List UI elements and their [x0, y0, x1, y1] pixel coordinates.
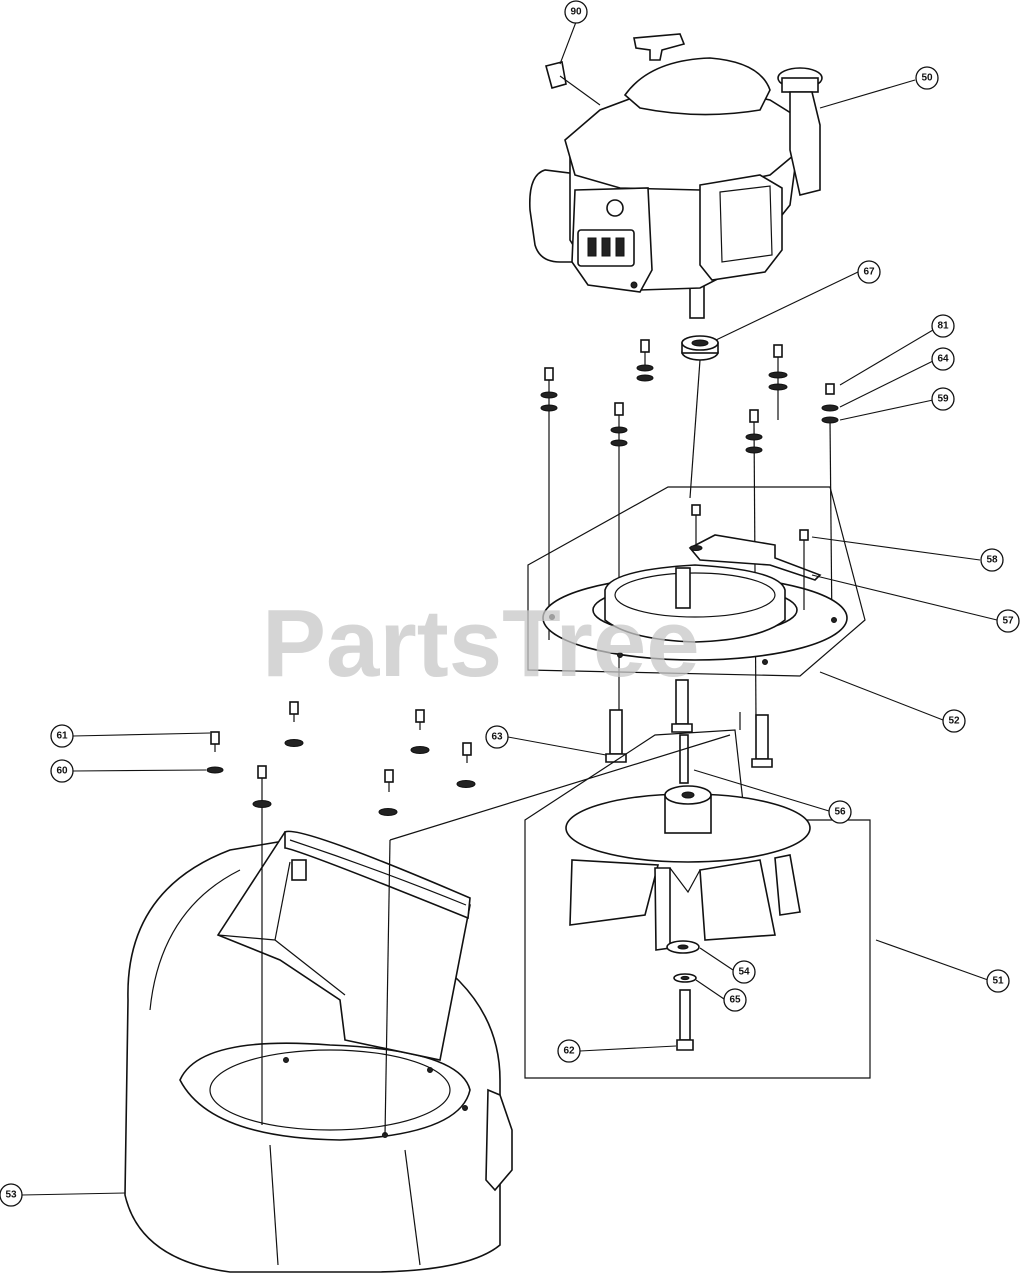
- callout-51: 51: [986, 969, 1010, 993]
- callout-63: 63: [485, 725, 509, 749]
- callout-56: 56: [828, 800, 852, 824]
- callout-62-label: 62: [563, 1046, 575, 1057]
- callout-81: 81: [931, 314, 955, 338]
- callout-64: 64: [931, 347, 955, 371]
- outlet-screws-61: [206, 701, 476, 816]
- callout-54-label: 54: [738, 967, 750, 978]
- callout-53-label: 53: [5, 1190, 17, 1201]
- callout-52-label: 52: [948, 716, 960, 727]
- callout-67-label: 67: [863, 267, 875, 278]
- callout-61-label: 61: [56, 731, 68, 742]
- callout-90: 90: [564, 0, 588, 24]
- callout-58: 58: [980, 548, 1004, 572]
- callout-56-label: 56: [834, 807, 846, 818]
- callout-65: 65: [723, 988, 747, 1012]
- impeller-assembly-51: [524, 729, 871, 1079]
- callout-67: 67: [857, 260, 881, 284]
- callout-57-label: 57: [1002, 616, 1014, 627]
- callout-81-label: 81: [937, 321, 949, 332]
- engine-assembly: [528, 33, 823, 319]
- callout-60-label: 60: [56, 766, 68, 777]
- long-bolts-63: [605, 679, 773, 768]
- housing-plate-52: [527, 486, 866, 677]
- callout-53: 53: [0, 1183, 23, 1207]
- spacer-67: [681, 335, 719, 361]
- callout-50-label: 50: [921, 73, 933, 84]
- callout-64-label: 64: [937, 354, 949, 365]
- callout-52: 52: [942, 709, 966, 733]
- callout-63-label: 63: [491, 732, 503, 743]
- callout-57: 57: [996, 609, 1020, 633]
- callout-51-label: 51: [992, 976, 1004, 987]
- leader-lines: [21, 21, 998, 1196]
- callout-59-label: 59: [937, 394, 949, 405]
- callout-90-label: 90: [570, 7, 582, 18]
- callout-65-label: 65: [729, 995, 741, 1006]
- callout-50: 50: [915, 66, 939, 90]
- callout-58-label: 58: [986, 555, 998, 566]
- spark-plug-cap: [545, 61, 567, 89]
- callout-62: 62: [557, 1039, 581, 1063]
- callout-54: 54: [732, 960, 756, 984]
- outlet-housing-53: [124, 830, 513, 1273]
- callout-61: 61: [50, 724, 74, 748]
- watermark: PartsTree: [262, 590, 700, 697]
- callout-60: 60: [50, 759, 74, 783]
- engine-mount-hardware: [540, 339, 839, 721]
- callout-59: 59: [931, 387, 955, 411]
